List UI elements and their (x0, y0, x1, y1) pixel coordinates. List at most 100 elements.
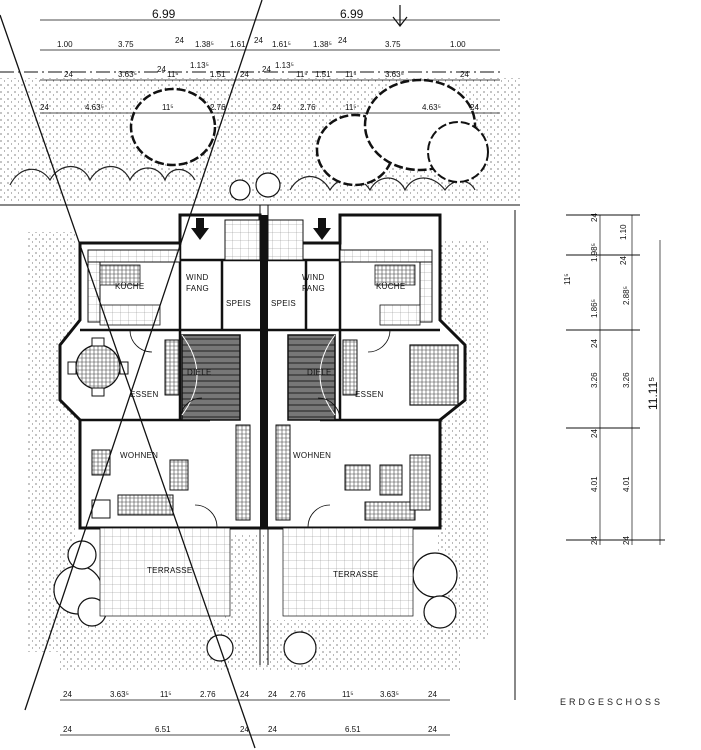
dim-right-total: 11.11⁵ (646, 377, 660, 410)
dim-right-c1: 24 (590, 429, 599, 438)
room-label-wohnen-left: WOHNEN (120, 451, 158, 460)
dim-right-c1: 1.86⁵ (590, 299, 599, 318)
dim-bottom-r2: 24 (428, 725, 437, 734)
dim-top-r2: 11⁵ (296, 70, 308, 79)
dim-bottom-r1: 11⁵ (160, 690, 172, 699)
dim-top-r1: 1.38⁵ (195, 40, 214, 49)
room-label-essen-right: ESSEN (355, 390, 384, 399)
dim-right-c1: 24 (590, 213, 599, 222)
dim-right-c2: 3.26 (622, 372, 631, 388)
dim-bottom-r1: 24 (63, 690, 72, 699)
dim-right-c2: 2.88⁵ (622, 286, 631, 305)
dim-top-r2: 24 (460, 70, 469, 79)
dim-top-r2: 24 (240, 70, 249, 79)
cross-out-lines (0, 0, 263, 749)
room-label-diele-left: DIELE (187, 368, 212, 377)
dim-bottom-r1: 24 (268, 690, 277, 699)
tree-left (129, 87, 217, 167)
dim-top-r3: 24 (470, 103, 479, 112)
dim-right-c2: 4.01 (622, 476, 631, 492)
dim-bottom-r2: 24 (240, 725, 249, 734)
north-arrow-icon (392, 5, 408, 27)
dim-top-r3: 2.76 (300, 103, 316, 112)
room-label-wohnen-right: WOHNEN (293, 451, 331, 460)
dim-bottom-r1: 11⁵ (342, 690, 354, 699)
drawing-caption: ERDGESCHOSS (560, 697, 664, 707)
dim-top-r2: 11⁵ (167, 70, 179, 79)
dim-bottom-r1: 24 (240, 690, 249, 699)
dim-top-r1: 1.00 (450, 40, 466, 49)
room-label-windfang-left-1: WIND (186, 273, 209, 282)
dim-top-r1: 3.75 (385, 40, 401, 49)
building (58, 213, 467, 530)
right-dimensions: 24 1.10 1.98⁵ 24 11⁵ 1.86⁵ 24 3.26 24 4.… (563, 213, 660, 545)
dim-top-r1: 1.38⁵ (313, 40, 332, 49)
room-labels: KÜCHE KÜCHE WIND FANG WIND FANG SPEIS SP… (115, 273, 406, 579)
room-label-speis-right: SPEIS (271, 299, 296, 308)
dim-top-r2: 3.63⁵ (118, 70, 137, 79)
dim-bottom-r2: 24 (268, 725, 277, 734)
dim-right-c2: 24 (622, 536, 631, 545)
top-dimensions: 6.99 6.99 1.00 3.75 24 1.38⁵ 1.61 24 1.6… (40, 7, 479, 112)
dim-bottom-r1: 24 (428, 690, 437, 699)
dim-right-c1: 3.26 (590, 372, 599, 388)
terrace-paving (99, 527, 414, 617)
dim-top-r1: 3.75 (118, 40, 134, 49)
dim-right-c1: 24 (590, 339, 599, 348)
dim-top-r1: 1.61 (230, 40, 246, 49)
dim-top-r3: 11⁵ (162, 103, 174, 112)
room-label-kueche-left: KÜCHE (115, 282, 145, 291)
room-label-terrasse-left: TERRASSE (147, 566, 193, 575)
dim-top-r3: 24 (40, 103, 49, 112)
room-label-diele-right: DIELE (307, 368, 332, 377)
bottom-dimension-lines (60, 699, 450, 736)
dim-top-r1: 1.61⁵ (272, 40, 291, 49)
dim-top-r3: 4.63⁵ (422, 103, 441, 112)
dim-total-left: 6.99 (152, 7, 176, 21)
dim-top-r3: 2.76 (210, 103, 226, 112)
entrance-arrow-right (313, 218, 331, 240)
dim-right-c1: 11⁵ (563, 273, 572, 285)
dim-top-r2: 1.51 (315, 70, 331, 79)
dim-top-r1: 1.00 (57, 40, 73, 49)
dim-right-c1: 1.98⁵ (590, 243, 599, 262)
dim-bottom-r1: 2.76 (200, 690, 216, 699)
dim-top-r2: 24 (262, 65, 271, 74)
dim-bottom-r1: 2.76 (290, 690, 306, 699)
entrance-arrow-left (191, 218, 209, 240)
dim-right-c1: 24 (619, 256, 628, 265)
dim-top-r2: 1.13⁵ (190, 61, 209, 70)
room-label-windfang-right-1: WIND (302, 273, 325, 282)
room-label-windfang-right-2: FANG (302, 284, 325, 293)
dim-top-r1: 24 (338, 36, 347, 45)
dim-top-r3: 11⁵ (345, 103, 357, 112)
room-label-kueche-right: KÜCHE (376, 282, 406, 291)
dim-top-r1: 24 (175, 36, 184, 45)
dim-top-r2: 24 (157, 65, 166, 74)
room-label-windfang-left-2: FANG (186, 284, 209, 293)
dim-top-r2: 1.51 (210, 70, 226, 79)
dim-right-c1: 1.10 (619, 224, 628, 240)
dim-right-c1: 4.01 (590, 476, 599, 492)
room-label-speis-left: SPEIS (226, 299, 251, 308)
room-label-terrasse-right: TERRASSE (333, 570, 379, 579)
dim-bottom-r2: 6.51 (345, 725, 361, 734)
dim-bottom-r2: 24 (63, 725, 72, 734)
dim-top-r2: 11⁵ (345, 70, 357, 79)
dim-bottom-r1: 3.63⁵ (110, 690, 129, 699)
top-dimension-lines (40, 19, 500, 114)
dim-total-right: 6.99 (340, 7, 364, 21)
dim-top-r2: 24 (64, 70, 73, 79)
dim-top-r2: 3.63⁵ (385, 70, 404, 79)
room-label-essen-left: ESSEN (130, 390, 159, 399)
right-dimension-lines (566, 214, 665, 545)
dim-right-c1: 24 (590, 536, 599, 545)
dim-top-r1: 24 (254, 36, 263, 45)
bottom-dimensions: 24 3.63⁵ 11⁵ 2.76 24 24 2.76 11⁵ 3.63⁵ 2… (63, 690, 437, 734)
dim-top-r2: 1.13⁵ (275, 61, 294, 70)
dim-bottom-r1: 3.63⁵ (380, 690, 399, 699)
dim-top-r3: 4.63⁵ (85, 103, 104, 112)
dim-top-r3: 24 (272, 103, 281, 112)
dim-bottom-r2: 6.51 (155, 725, 171, 734)
